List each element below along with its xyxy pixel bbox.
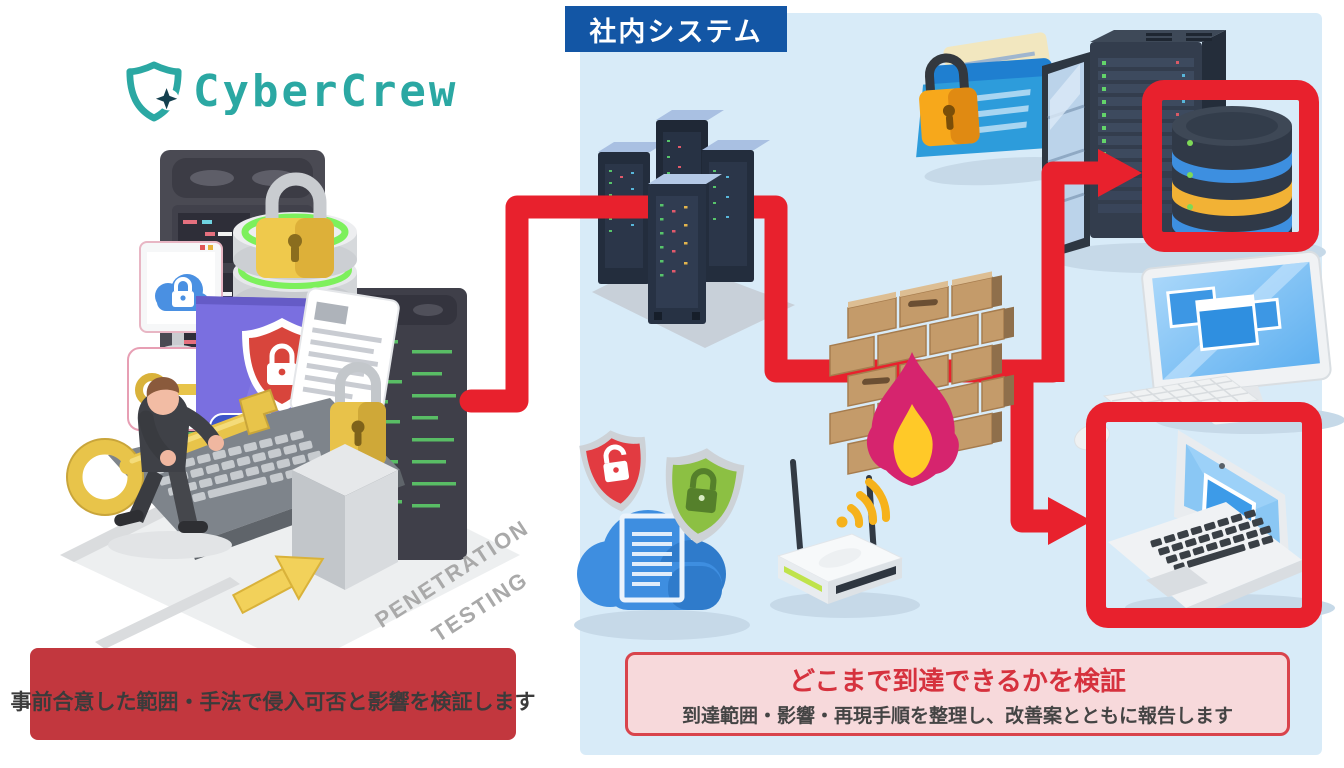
server-rack-icon	[345, 288, 467, 560]
badge-label: 社内システム	[589, 16, 763, 47]
rack-led-panels	[178, 213, 250, 383]
shield-logo-icon	[126, 61, 182, 122]
cloud-lock-glyph	[155, 274, 209, 311]
internal-system-badge: 社内システム	[565, 6, 787, 52]
document-icon	[289, 287, 400, 424]
monitor-cloud-lock-icon	[139, 241, 223, 355]
left-caption-text: 事前合意した範囲・手法で侵入可否と影響を検証します	[10, 691, 536, 714]
watermark-line1: PENETRATION	[370, 515, 533, 633]
laptop-keys	[150, 430, 322, 506]
left-caption-banner: 事前合意した範囲・手法で侵入可否と影響を検証します	[11, 648, 536, 740]
matrix-code	[186, 215, 307, 436]
brand-logo: CyberCrew	[125, 60, 458, 122]
server-rack-icon	[160, 150, 325, 460]
speech-bubble-key-icon	[127, 347, 279, 457]
floor-shadow	[60, 445, 520, 668]
right-caption-banner: どこまで到達できるかを検証 到達範囲・影響・再現手順を整理し、改善案とともに報告…	[625, 652, 1290, 736]
watermark-line2: TESTING	[427, 566, 532, 647]
password-field	[209, 413, 363, 442]
internal-system-panel	[580, 13, 1322, 755]
pentest-illustration: PENETRATION TESTING	[60, 150, 533, 668]
padlock-icon	[256, 172, 334, 278]
database-stack-icon	[233, 212, 357, 365]
shield-lock-icon	[242, 318, 322, 412]
right-caption-title: どこまで到達できるかを検証	[789, 665, 1126, 696]
laptop-deck	[108, 398, 405, 560]
laptop-screen	[196, 296, 380, 452]
giant-key-icon	[66, 388, 279, 516]
yellow-arrow-icon	[231, 555, 325, 615]
cube-icon	[292, 444, 398, 590]
brand-name: CyberCrew	[193, 65, 459, 117]
right-caption-subtitle: 到達範囲・影響・再現手順を整理し、改善案とともに報告します	[681, 705, 1233, 727]
padlock-icon	[330, 362, 386, 466]
pentester-figure	[66, 377, 279, 559]
